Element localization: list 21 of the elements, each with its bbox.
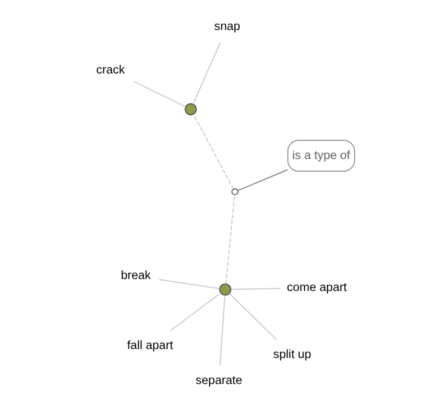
connector bbox=[159, 279, 220, 290]
node-text: split up bbox=[273, 347, 312, 362]
node-text: separate bbox=[196, 373, 242, 388]
connector bbox=[134, 81, 186, 108]
connector bbox=[228, 293, 277, 340]
node-text: come apart bbox=[286, 280, 347, 294]
connector bbox=[192, 114, 234, 190]
connector bbox=[170, 292, 222, 331]
connector bbox=[192, 42, 221, 104]
connector bbox=[237, 169, 288, 192]
node-text: snap bbox=[214, 19, 240, 34]
connector bbox=[230, 288, 280, 290]
node-circle bbox=[219, 284, 232, 296]
node-circle bbox=[231, 188, 238, 196]
node-box: is a type of bbox=[287, 140, 355, 172]
node-text: break bbox=[120, 268, 151, 282]
connector bbox=[225, 194, 236, 284]
connector bbox=[220, 295, 226, 366]
node-circle bbox=[184, 103, 197, 116]
node-text: fall apart bbox=[127, 338, 174, 352]
node-text: crack bbox=[96, 62, 125, 76]
